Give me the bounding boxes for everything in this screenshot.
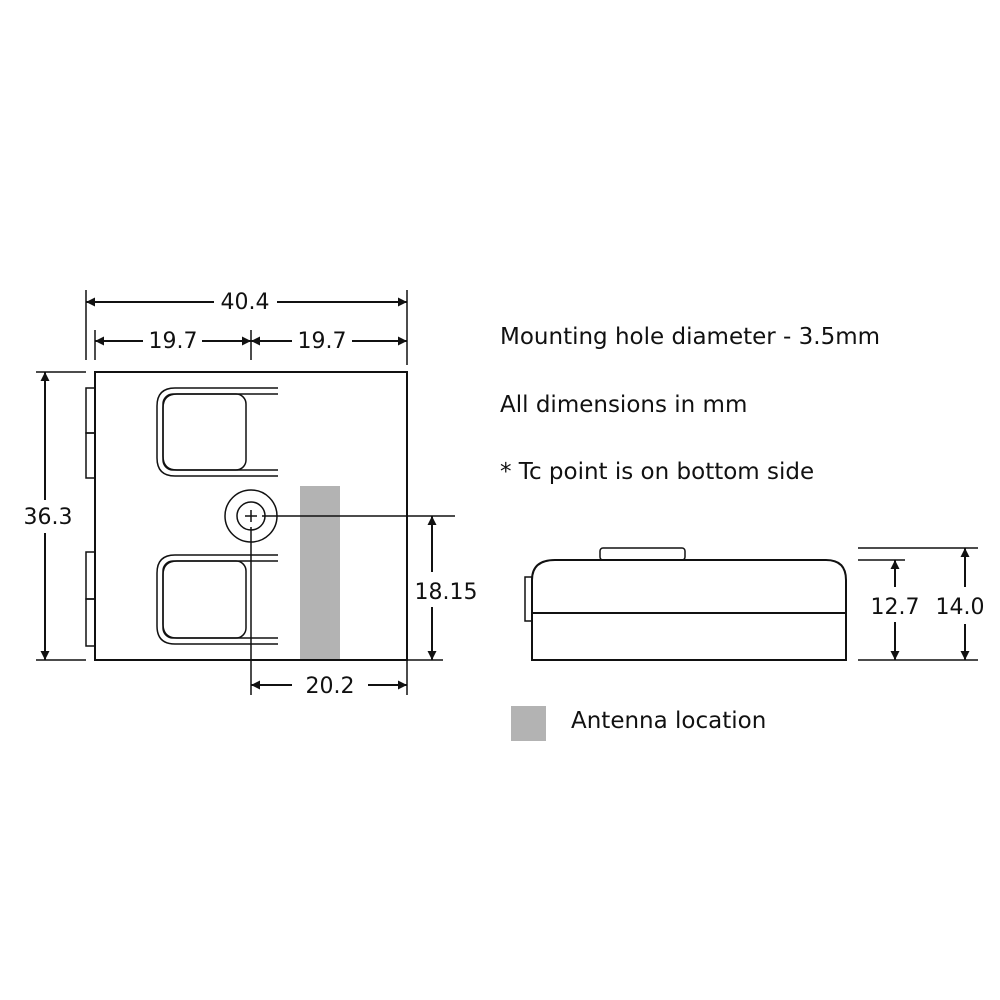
left-tab-4 [85, 598, 96, 647]
side-view: 12.7 14.0 [524, 547, 985, 661]
top-view: 40.4 19.7 19.7 36.3 18.15 20.2 [24, 290, 478, 699]
side-total-height-label: 14.0 [936, 595, 985, 620]
left-tab-2 [85, 432, 96, 479]
antenna-legend-swatch [511, 706, 546, 741]
side-body-height-label: 12.7 [871, 595, 920, 620]
antenna-area [300, 486, 340, 660]
left-tab-1 [85, 387, 96, 434]
hole-from-bottom-label: 18.15 [415, 580, 478, 605]
side-view-left-tab [524, 576, 533, 622]
left-half-width-label: 19.7 [149, 329, 198, 354]
hole-from-right-label: 20.2 [306, 674, 355, 699]
note-tc-point: * Tc point is on bottom side [500, 459, 815, 485]
upper-connector [156, 387, 278, 477]
height-label: 36.3 [24, 505, 73, 530]
left-tab-3 [85, 551, 96, 600]
overall-width-label: 40.4 [221, 290, 270, 315]
antenna-legend-label: Antenna location [571, 708, 767, 734]
side-view-body [531, 559, 847, 661]
note-units: All dimensions in mm [500, 392, 748, 418]
note-hole-diameter: Mounting hole diameter - 3.5mm [500, 324, 881, 350]
right-half-width-label: 19.7 [298, 329, 347, 354]
lower-connector [156, 554, 278, 645]
side-view-top-bump [599, 547, 686, 561]
